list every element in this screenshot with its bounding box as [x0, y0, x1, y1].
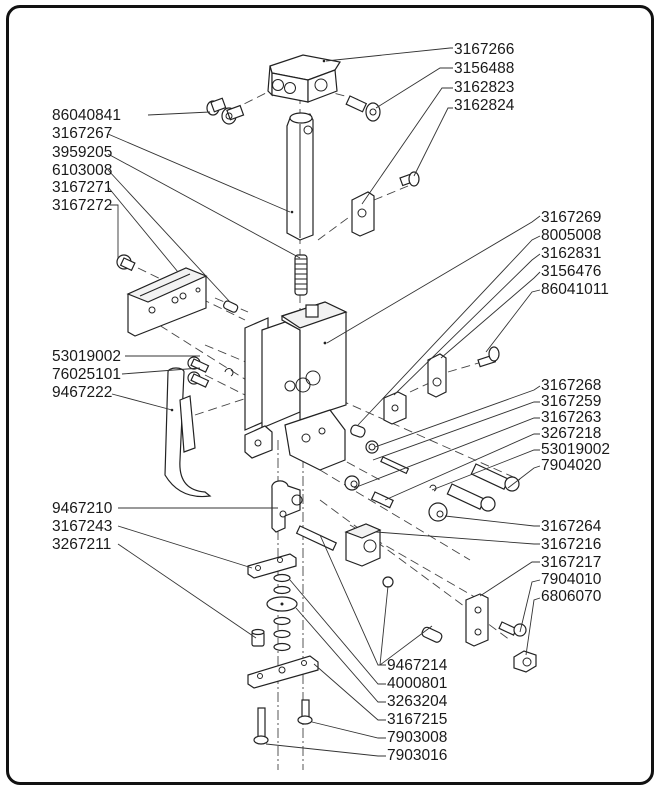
callout-7903016[interactable]: 7903016	[387, 747, 447, 764]
callout-3267218[interactable]: 3267218	[541, 425, 601, 442]
part-main-body-3167269[interactable]	[244, 301, 348, 471]
part-screw-7904010[interactable]	[498, 621, 527, 637]
part-3167264[interactable]	[428, 502, 448, 522]
part-screw-7903016[interactable]	[253, 707, 269, 745]
part-3167263[interactable]	[344, 475, 360, 491]
part-block-3167266[interactable]	[267, 54, 341, 103]
callout-3167272[interactable]: 3167272	[52, 197, 112, 214]
callout-3162823[interactable]: 3162823	[454, 79, 514, 96]
part-bolts-53019002-76025101[interactable]	[187, 356, 234, 388]
callout-3167264[interactable]: 3167264	[541, 518, 602, 535]
part-sleeve-9467214[interactable]	[382, 576, 443, 644]
part-pin-6103008[interactable]	[223, 300, 239, 313]
callout-9467222[interactable]: 9467222	[52, 384, 112, 401]
callout-3167243[interactable]: 3167243	[52, 518, 112, 535]
callout-76025101[interactable]: 76025101	[52, 366, 121, 383]
part-screw-3162824[interactable]	[399, 171, 420, 187]
callout-9467210[interactable]: 9467210	[52, 500, 113, 517]
part-86041011[interactable]	[477, 346, 500, 368]
part-3267218[interactable]	[370, 491, 394, 509]
callout-4000801[interactable]: 4000801	[387, 675, 447, 692]
callout-3167215[interactable]: 3167215	[387, 711, 447, 728]
callout-7904010[interactable]: 7904010	[541, 571, 602, 588]
leader-lines	[107, 47, 541, 757]
part-guide-plate-3167271[interactable]	[126, 267, 208, 337]
part-washers-4000801[interactable]	[273, 573, 291, 652]
callout-7904020[interactable]: 7904020	[541, 457, 602, 474]
callout-3167259[interactable]: 3167259	[541, 393, 601, 410]
part-spring-3959205[interactable]	[294, 254, 308, 296]
callout-3156488[interactable]: 3156488	[454, 60, 514, 77]
callouts-left: 86040841 3167267 3959205 6103008 3167271…	[52, 107, 121, 553]
callout-3167266[interactable]: 3167266	[454, 41, 514, 58]
callouts-right: 3167266 3156488 3162823 3162824 3167269 …	[454, 41, 610, 605]
part-9467210[interactable]	[271, 480, 303, 533]
part-nut-6806070[interactable]	[513, 650, 537, 673]
part-screw-3156488[interactable]	[345, 95, 381, 122]
part-53019002-right[interactable]	[429, 484, 437, 492]
part-3162831[interactable]	[383, 391, 407, 425]
part-bracket-3167217[interactable]	[465, 593, 489, 647]
callout-3167263[interactable]: 3167263	[541, 409, 601, 426]
part-shaft-9467214[interactable]	[295, 525, 338, 551]
callout-3267211[interactable]: 3267211	[52, 536, 111, 553]
callout-86041011[interactable]: 86041011	[541, 281, 609, 298]
callout-3167267[interactable]: 3167267	[52, 125, 112, 142]
part-3167259[interactable]	[380, 456, 410, 475]
part-plate-3167243[interactable]	[247, 553, 297, 579]
part-clamp-plate-3162823[interactable]	[351, 191, 375, 237]
callout-9467214[interactable]: 9467214	[387, 657, 448, 674]
callout-8005008[interactable]: 8005008	[541, 227, 601, 244]
part-plate-3167215[interactable]	[247, 655, 319, 689]
callout-53019002-right[interactable]: 53019002	[541, 441, 610, 458]
callout-3167271[interactable]: 3167271	[52, 179, 112, 196]
part-disc-3263204[interactable]	[266, 596, 298, 612]
callout-3167268[interactable]: 3167268	[541, 377, 601, 394]
callout-3167269[interactable]: 3167269	[541, 209, 601, 226]
callout-6103008[interactable]: 6103008	[52, 162, 112, 179]
callouts-bottom: 9467214 4000801 3263204 3167215 7903008 …	[387, 657, 448, 764]
part-block-3167216[interactable]	[344, 523, 382, 567]
callout-3156476[interactable]: 3156476	[541, 263, 601, 280]
part-3156476[interactable]	[427, 353, 447, 398]
callout-7903008[interactable]: 7903008	[387, 729, 447, 746]
callout-86040841[interactable]: 86040841	[52, 107, 121, 124]
part-plunger-3167267[interactable]	[286, 112, 314, 241]
callout-3162824[interactable]: 3162824	[454, 97, 515, 114]
callout-3167216[interactable]: 3167216	[541, 536, 601, 553]
part-8005008[interactable]	[350, 424, 367, 438]
part-presser-foot-9467222[interactable]	[164, 367, 212, 498]
part-screw-7903008[interactable]	[297, 699, 313, 725]
part-screws-86040841[interactable]	[206, 97, 245, 125]
part-screw-3167272[interactable]	[116, 254, 136, 272]
callout-3263204[interactable]: 3263204	[387, 693, 448, 710]
part-bush-3267211[interactable]	[251, 628, 265, 647]
callout-3162831[interactable]: 3162831	[541, 245, 601, 262]
callout-6806070[interactable]: 6806070	[541, 588, 602, 605]
callout-53019002-left[interactable]: 53019002	[52, 348, 121, 365]
callout-3167217[interactable]: 3167217	[541, 554, 601, 571]
diagram-frame	[6, 5, 654, 785]
callout-3959205[interactable]: 3959205	[52, 144, 112, 161]
